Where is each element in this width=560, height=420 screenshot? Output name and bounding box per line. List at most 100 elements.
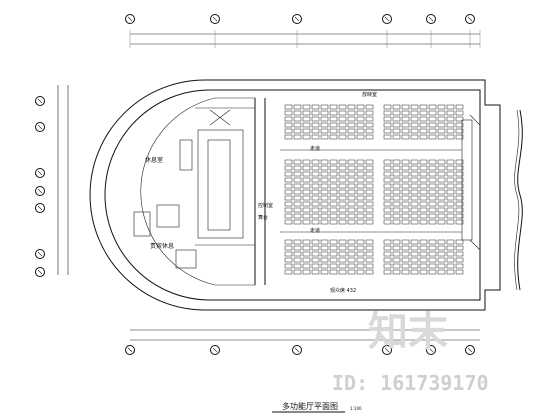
- seat: [446, 189, 455, 195]
- seat: [365, 183, 374, 189]
- seat: [311, 116, 320, 122]
- seat: [383, 195, 392, 201]
- seat: [455, 104, 464, 110]
- seat: [455, 159, 464, 165]
- seat: [284, 245, 293, 251]
- seat: [383, 251, 392, 257]
- seat: [446, 171, 455, 177]
- seat: [446, 257, 455, 263]
- seat: [392, 128, 401, 134]
- seat: [329, 189, 338, 195]
- grid-bubble-left-3: [35, 186, 45, 196]
- seat: [365, 134, 374, 140]
- seat: [428, 239, 437, 245]
- seat: [302, 110, 311, 116]
- seat: [311, 263, 320, 269]
- watermark-brand: 知末: [368, 309, 448, 355]
- seat: [329, 183, 338, 189]
- seat: [410, 195, 419, 201]
- seat: [392, 251, 401, 257]
- seat: [356, 110, 365, 116]
- seat: [338, 245, 347, 251]
- seat: [293, 269, 302, 275]
- seat: [284, 134, 293, 140]
- seat: [446, 245, 455, 251]
- bottom-dimension-chain: [130, 329, 480, 341]
- seat: [320, 195, 329, 201]
- seat: [446, 263, 455, 269]
- seat: [356, 269, 365, 275]
- seat: [293, 201, 302, 207]
- seat: [401, 116, 410, 122]
- seat: [401, 195, 410, 201]
- seat: [428, 110, 437, 116]
- grid-bubble-top-4: [426, 14, 436, 24]
- seat: [437, 263, 446, 269]
- projector-label: 放映室: [362, 91, 377, 98]
- seat: [338, 189, 347, 195]
- seat: [410, 269, 419, 275]
- seat: [392, 263, 401, 269]
- seat: [401, 128, 410, 134]
- aisle-bottom-label: 走道: [310, 227, 320, 234]
- seat: [419, 165, 428, 171]
- seat: [347, 269, 356, 275]
- seat: [446, 116, 455, 122]
- grid-bubble-top-2: [292, 14, 302, 24]
- seat: [446, 251, 455, 257]
- seat: [302, 239, 311, 245]
- seat: [284, 104, 293, 110]
- seat: [320, 171, 329, 177]
- seat: [419, 104, 428, 110]
- seat: [284, 269, 293, 275]
- seat: [302, 159, 311, 165]
- seat: [419, 263, 428, 269]
- seat: [347, 122, 356, 128]
- seat: [401, 134, 410, 140]
- seat: [311, 251, 320, 257]
- seat: [293, 159, 302, 165]
- seat: [284, 122, 293, 128]
- seat: [311, 189, 320, 195]
- seat: [311, 165, 320, 171]
- seat: [302, 251, 311, 257]
- seat: [320, 110, 329, 116]
- seat: [284, 128, 293, 134]
- stage-area: [280, 114, 481, 251]
- seat: [365, 269, 374, 275]
- seat: [401, 165, 410, 171]
- seat: [356, 245, 365, 251]
- top-grid-bubbles: [125, 14, 475, 24]
- seat: [383, 245, 392, 251]
- seat: [419, 257, 428, 263]
- seat: [302, 195, 311, 201]
- seat: [284, 189, 293, 195]
- seat: [356, 239, 365, 245]
- seat: [329, 134, 338, 140]
- seat: [365, 239, 374, 245]
- seat: [329, 213, 338, 219]
- seat: [455, 189, 464, 195]
- seat: [320, 134, 329, 140]
- seat: [293, 177, 302, 183]
- seat: [302, 177, 311, 183]
- seat: [293, 219, 302, 225]
- right-wall: [514, 109, 523, 291]
- seat: [329, 128, 338, 134]
- seat: [419, 219, 428, 225]
- seat: [446, 207, 455, 213]
- lounge-label: 休息室: [145, 156, 163, 164]
- seat: [284, 257, 293, 263]
- grid-bubble-left-2: [35, 168, 45, 178]
- seat: [284, 201, 293, 207]
- seat: [284, 219, 293, 225]
- seat: [392, 134, 401, 140]
- seat: [437, 239, 446, 245]
- seat: [437, 219, 446, 225]
- seat: [455, 177, 464, 183]
- seat: [365, 195, 374, 201]
- seat: [356, 159, 365, 165]
- seat: [320, 165, 329, 171]
- seat: [320, 122, 329, 128]
